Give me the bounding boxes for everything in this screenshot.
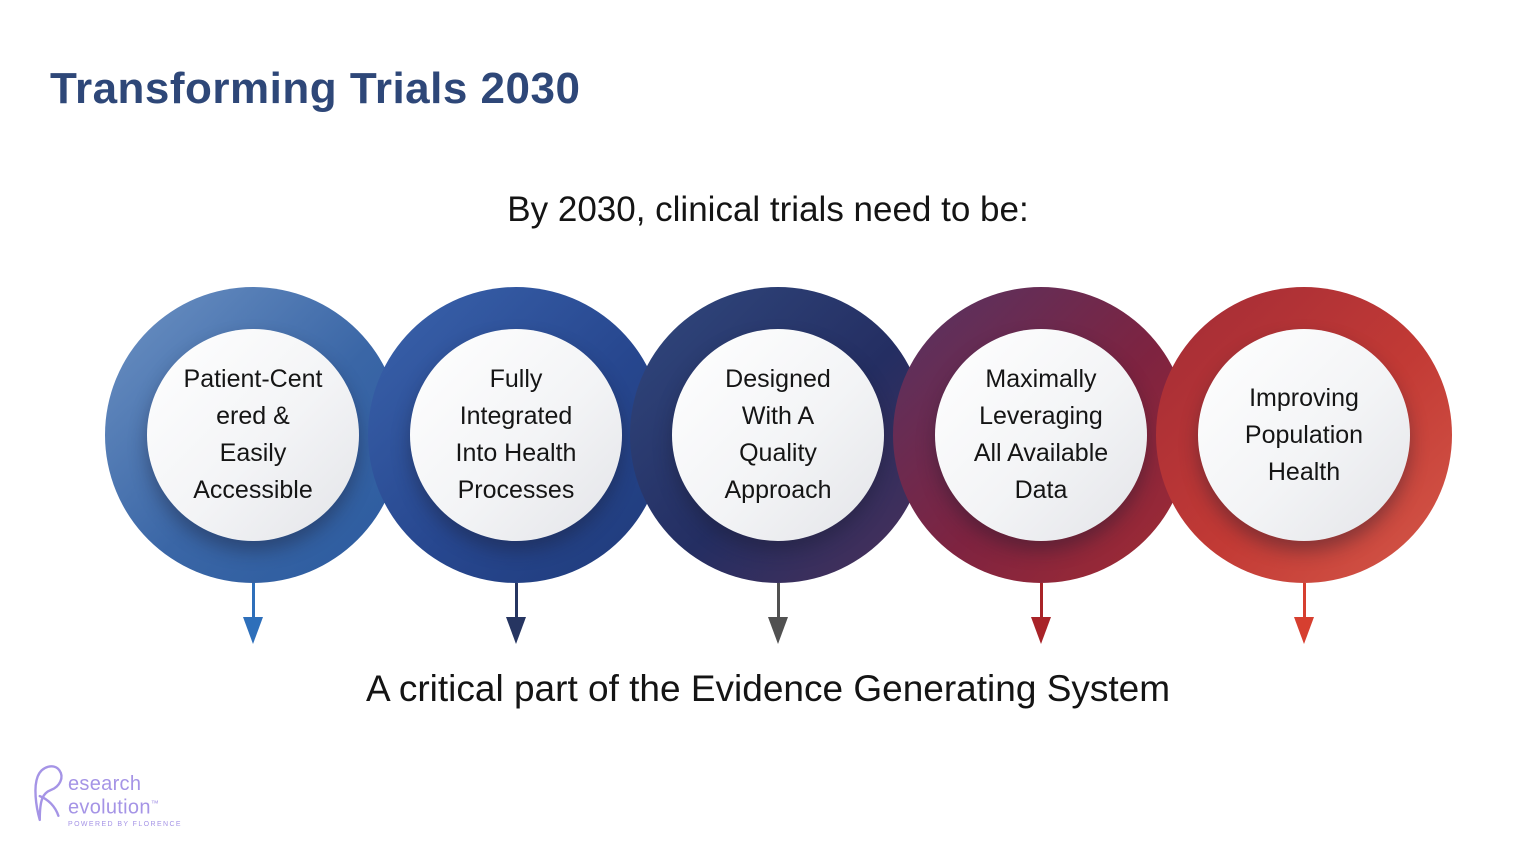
ring-label-line: All Available bbox=[973, 439, 1109, 467]
ring-label: Improving Population Health bbox=[1245, 380, 1363, 491]
ring-label-line: Quality bbox=[739, 439, 817, 467]
ring-label-line: Approach bbox=[724, 476, 832, 504]
ring-label-line: Population bbox=[1244, 420, 1364, 449]
ring-label-line: Leveraging bbox=[979, 402, 1103, 430]
logo-line-evolution: evolution™ bbox=[68, 794, 182, 818]
ring-label-line: Designed bbox=[725, 365, 831, 393]
ring-population-health: Improving Population Health bbox=[1156, 287, 1452, 583]
ring-label-line: Health bbox=[1267, 457, 1341, 486]
arrow-head bbox=[506, 617, 526, 644]
down-arrow-icon bbox=[1031, 583, 1051, 644]
page-title: Transforming Trials 2030 bbox=[50, 64, 581, 113]
ring-label-line: ered & bbox=[216, 402, 290, 430]
arrow-stem bbox=[514, 583, 518, 617]
ring-label-line: Improving bbox=[1249, 383, 1359, 412]
ring-inner-circle: Improving Population Health bbox=[1198, 329, 1410, 541]
arrow-stem bbox=[1302, 583, 1306, 617]
arrow-head bbox=[768, 617, 788, 644]
logo-tagline: POWERED BY FLORENCE bbox=[68, 820, 182, 828]
down-arrow-icon bbox=[243, 583, 263, 644]
arrow-stem bbox=[1039, 583, 1043, 617]
ring-inner-circle: Fully Integrated Into Health Processes bbox=[410, 329, 622, 541]
arrow-stem bbox=[251, 583, 255, 617]
ring-label-line: Data bbox=[1014, 476, 1068, 504]
ring-inner-circle: Designed With A Quality Approach bbox=[672, 329, 884, 541]
ring-fully-integrated: Fully Integrated Into Health Processes bbox=[368, 287, 664, 583]
down-arrow-icon bbox=[768, 583, 788, 644]
trademark-symbol: ™ bbox=[150, 799, 160, 808]
ring-label-line: Integrated bbox=[459, 402, 573, 430]
ring-label: Maximally Leveraging All Available Data bbox=[974, 361, 1108, 509]
slide-caption: A critical part of the Evidence Generati… bbox=[365, 668, 1171, 709]
logo-line-research: esearch bbox=[68, 773, 142, 795]
ring-label-line: With A bbox=[741, 402, 815, 430]
ring-label-line: Maximally bbox=[985, 365, 1097, 393]
ring-inner-circle: Maximally Leveraging All Available Data bbox=[935, 329, 1147, 541]
ring-patient-centered: Patient-Cent ered & Easily Accessible bbox=[105, 287, 401, 583]
ring-quality-approach: Designed With A Quality Approach bbox=[630, 287, 926, 583]
ring-label: Designed With A Quality Approach bbox=[724, 361, 831, 509]
slide-subtitle: By 2030, clinical trials need to be: bbox=[507, 190, 1029, 229]
ring-leveraging-data: Maximally Leveraging All Available Data bbox=[893, 287, 1189, 583]
ring-label: Fully Integrated Into Health Processes bbox=[456, 361, 577, 509]
arrow-head bbox=[1294, 617, 1314, 644]
ring-label-line: Accessible bbox=[193, 476, 313, 504]
logo-text: esearch evolution™ POWERED BY FLORENCE bbox=[68, 762, 182, 828]
arrow-head bbox=[1031, 617, 1051, 644]
ring-inner-circle: Patient-Cent ered & Easily Accessible bbox=[147, 329, 359, 541]
ring-label-line: Into Health bbox=[455, 439, 577, 467]
down-arrow-icon bbox=[1294, 583, 1314, 644]
ring-label-line: Patient-Cent bbox=[183, 365, 323, 393]
arrow-stem bbox=[776, 583, 780, 617]
ring-label-line: Easily bbox=[219, 439, 287, 467]
arrow-head bbox=[243, 617, 263, 644]
ring-label-line: Fully bbox=[489, 365, 543, 393]
down-arrow-icon bbox=[506, 583, 526, 644]
ring-label-line: Processes bbox=[457, 476, 575, 504]
logo-evolution-text: evolution bbox=[68, 796, 151, 819]
research-revolution-logo: esearch evolution™ POWERED BY FLORENCE bbox=[28, 762, 182, 828]
ring-label: Patient-Cent ered & Easily Accessible bbox=[184, 361, 323, 509]
ribbon-r-icon bbox=[34, 765, 63, 822]
